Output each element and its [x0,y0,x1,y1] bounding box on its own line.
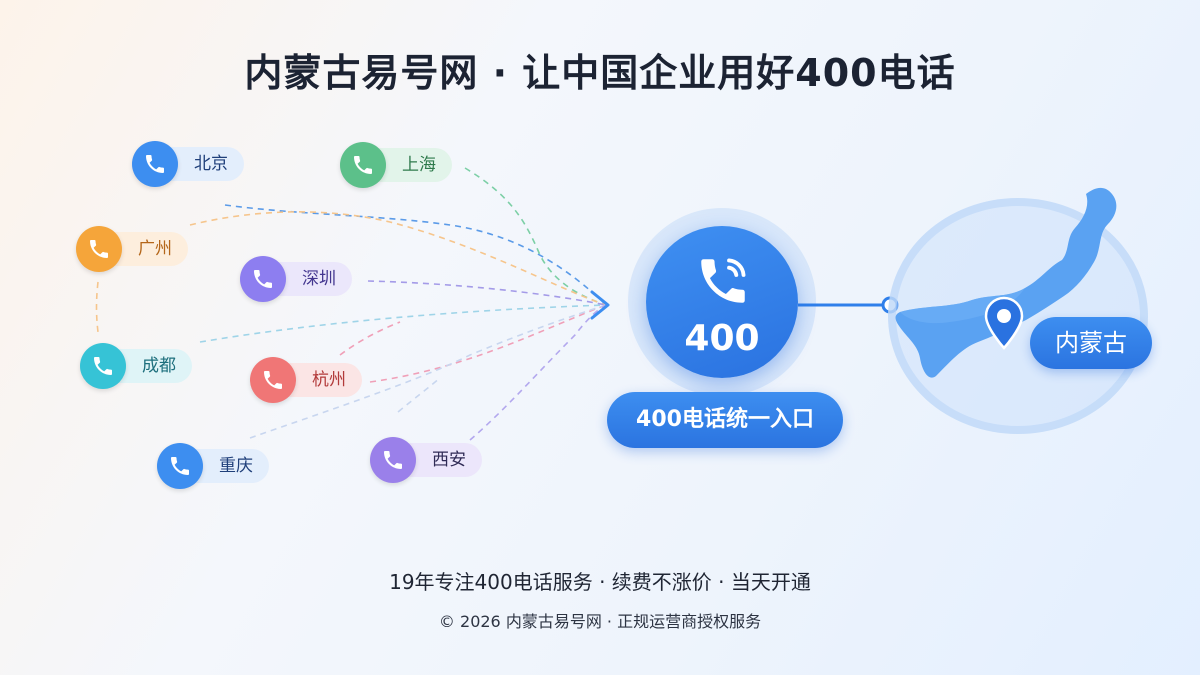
line-xian-up [397,377,441,413]
arrow-head-icon [590,290,610,320]
phone-icon [76,226,122,272]
line-xian [469,304,607,441]
location-pin-icon [984,296,1024,350]
phone-icon [132,141,178,187]
phone-icon [250,357,296,403]
inner-mongolia-map [895,187,1117,378]
line-guangzhou [189,211,607,306]
phone-icon [240,256,286,302]
phone-icon [701,258,746,303]
phone-icon [370,437,416,483]
hub-400: 400 [646,226,798,378]
line-hangzhou [369,304,607,383]
line-chengdu [199,304,607,343]
line-guangzhou-chengdu [95,281,99,333]
phone-icon [340,142,386,188]
tagline: 19年专注400电话服务 · 续费不涨价 · 当天开通 [389,570,811,594]
hub-number: 400 [684,318,760,359]
copyright: © 2026 内蒙古易号网 · 正规运营商授权服务 [438,612,762,631]
phone-icon [80,343,126,389]
region-label: 内蒙古 [1030,317,1152,369]
entry-button[interactable]: 400电话统一入口 [607,392,843,448]
line-shenzhen [367,280,607,306]
line-shanghai [464,167,607,306]
page-title: 内蒙古易号网 · 让中国企业用好400电话 [244,51,956,95]
phone-icon [157,443,203,489]
line-hangzhou-up [339,321,401,356]
